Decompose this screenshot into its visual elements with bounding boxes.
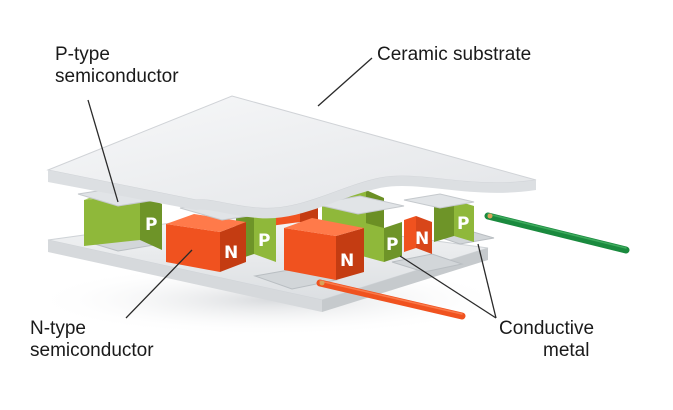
leader-conductive-1: [399, 255, 497, 319]
orange-wire: [316, 279, 466, 320]
label-ceramic-substrate: Ceramic substrate: [377, 44, 531, 66]
label-p-type-line2: semiconductor: [55, 66, 179, 87]
leader-lines: [87, 57, 497, 319]
cube-n-right: N: [404, 216, 432, 254]
top-ceramic-plate: [46, 95, 537, 219]
cube-n-front: N: [284, 218, 364, 280]
cube-letter-n: N: [415, 229, 429, 249]
leader-p-type: [87, 99, 119, 203]
metal-pad: [403, 193, 475, 209]
leader-conductive-2: [477, 243, 497, 319]
cube-p-right: P: [362, 222, 402, 262]
cube-letter-n: N: [340, 251, 354, 271]
label-conductive-metal: Conductive metal: [499, 318, 594, 362]
label-conductive-line2: metal: [543, 340, 590, 361]
cube-letter-p: P: [457, 214, 469, 234]
green-wire: [484, 212, 630, 254]
metal-pad: [391, 253, 464, 273]
cube-letter-p: P: [258, 231, 270, 251]
label-n-type-line1: N-type: [30, 318, 86, 339]
label-n-type: N-type semiconductor: [30, 318, 154, 362]
leader-ceramic: [317, 57, 373, 107]
label-p-type: P-type semiconductor: [55, 44, 179, 88]
label-n-type-line2: semiconductor: [30, 340, 154, 361]
label-p-type-line1: P-type: [55, 44, 110, 65]
cube-letter-p: P: [386, 235, 398, 255]
cube-letter-p: P: [145, 215, 157, 235]
cube-n-left: N: [166, 214, 246, 272]
cube-p-far-right: P: [434, 200, 474, 242]
leader-n-type: [125, 249, 193, 319]
label-ceramic-text: Ceramic substrate: [377, 44, 532, 65]
label-conductive-line1: Conductive: [499, 318, 595, 339]
cube-letter-n: N: [224, 243, 238, 263]
